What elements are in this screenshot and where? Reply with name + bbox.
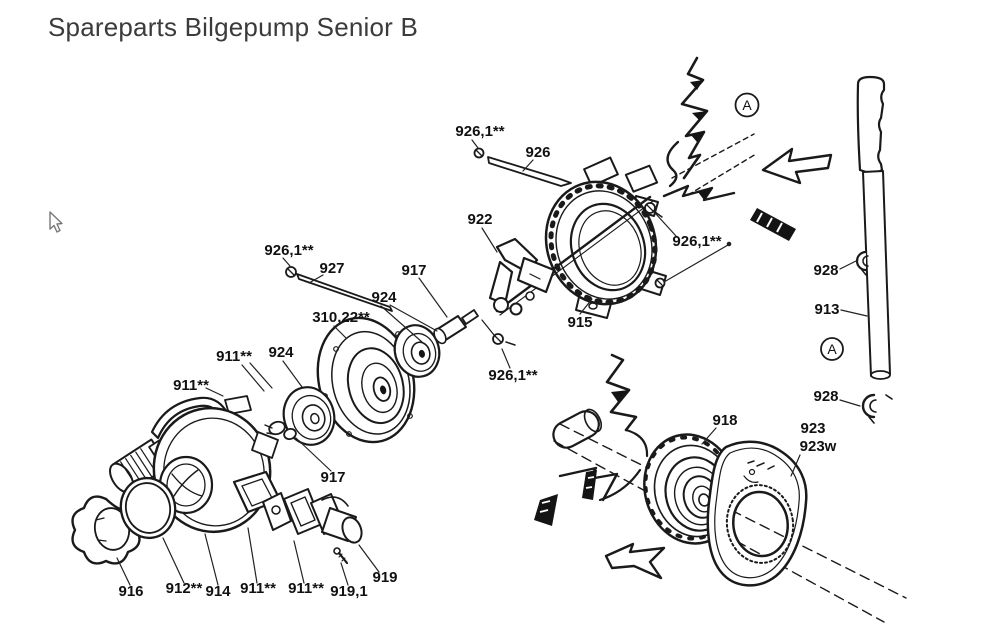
valve-flap-911: [262, 492, 292, 531]
leader-lines: [116, 139, 868, 586]
screw-926-1-left: [285, 266, 297, 278]
detail-marker-a-top-letter: A: [742, 97, 752, 113]
o-ring-912: [119, 476, 177, 540]
piston-fitting-917: [433, 309, 479, 345]
screw-926-1-lower: [654, 277, 666, 289]
outlet-elbow-919: [310, 493, 363, 544]
part-label-923: 923: [800, 420, 825, 437]
clip-928-bottom: [861, 393, 893, 424]
detail-marker-a-right-letter: A: [827, 341, 837, 357]
part-label-926-1-mid: 926,1**: [488, 367, 537, 384]
part-label-916: 916: [118, 583, 143, 600]
washer-924-left: [282, 386, 336, 446]
clamp-ring-915: [495, 156, 667, 319]
part-label-914: 914: [205, 583, 231, 600]
part-label-924-left: 924: [268, 344, 294, 361]
screw-919-1: [333, 547, 349, 565]
part-label-917-lower: 917: [320, 469, 345, 486]
part-label-915: 915: [567, 314, 592, 331]
washer-924-right: [393, 324, 441, 378]
lever-922: [481, 237, 556, 346]
part-label-928-top: 928: [813, 262, 838, 279]
part-label-913: 913: [814, 301, 839, 318]
part-label-918: 918: [712, 412, 737, 429]
torn-bulkhead-top: [662, 56, 833, 241]
part-label-926-1-top: 926,1**: [455, 123, 504, 140]
mouse-cursor: [49, 211, 63, 233]
torn-bulkhead-bottom: [534, 353, 649, 526]
part-label-927: 927: [319, 260, 344, 277]
screw-926-1-top: [473, 147, 485, 159]
part-label-928-bottom: 928: [813, 388, 838, 405]
part-label-926: 926: [525, 144, 550, 161]
bottom-right-scene: [534, 353, 907, 623]
part-label-912: 912**: [166, 580, 203, 597]
part-label-919: 919: [372, 569, 397, 586]
part-label-911-top: 911**: [216, 348, 252, 365]
detail-marker-a-right: A: [820, 337, 844, 361]
clevis-917: [264, 420, 297, 441]
part-label-919-1: 919,1: [330, 583, 368, 600]
diaphragm-310-22: [316, 316, 416, 444]
part-label-911-bottom-2: 911**: [288, 580, 324, 597]
part-label-923w: 923w: [800, 438, 837, 455]
handle-913: [855, 75, 893, 424]
part-label-926-1-left: 926,1**: [264, 242, 313, 259]
part-label-926-1-right: 926,1**: [672, 233, 721, 250]
valve-rod-927: [285, 266, 393, 312]
page-title: Spareparts Bilgepump Senior B: [48, 12, 419, 42]
part-label-917-upper: 917: [401, 262, 426, 279]
diaphragm-stack: [264, 309, 479, 446]
pump-tube: [552, 408, 603, 449]
part-label-911-bottom-1: 911**: [240, 580, 276, 597]
clip-928-top: [855, 250, 869, 276]
part-labels: 926,1** 926 922 926,1** 926,1** 927 917 …: [118, 123, 839, 600]
screw-926-1-mid: [492, 333, 516, 346]
detail-marker-a-top: A: [734, 92, 760, 118]
part-label-310-22: 310,22**: [312, 309, 370, 326]
part-label-922: 922: [467, 211, 492, 228]
outlet-valve-assembly: [262, 488, 363, 565]
hinge-pin-926: [473, 147, 572, 187]
mounting-plate-923: [706, 440, 808, 587]
part-label-924-upper: 924: [371, 289, 397, 306]
direction-arrow-top: [761, 147, 833, 185]
direction-arrow-bottom: [604, 542, 666, 580]
screw-926-1-upper: [644, 202, 663, 218]
part-label-911-left: 911**: [173, 377, 209, 394]
